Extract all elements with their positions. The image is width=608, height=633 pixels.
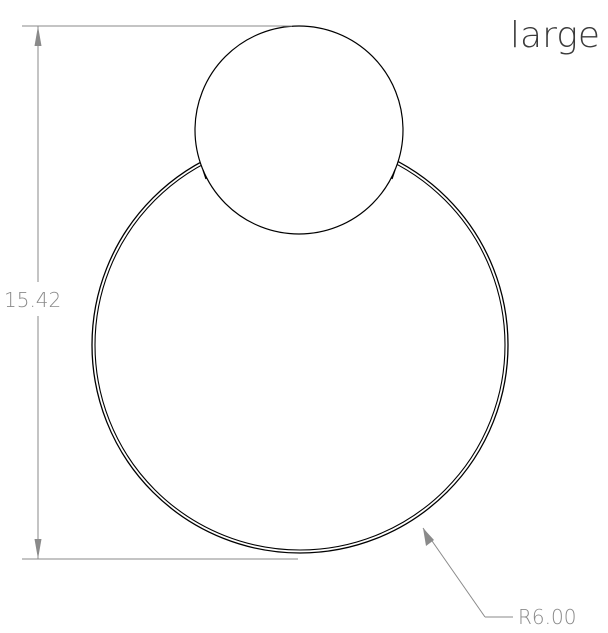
height-dimension: 15.42 [4, 25, 298, 560]
dimension-arrow-top [34, 26, 42, 46]
dimension-arrow-bottom [34, 539, 42, 559]
drawing-label: large [510, 15, 600, 56]
small-circle-mask [195, 26, 403, 234]
tangent-tick-left [202, 169, 207, 180]
small-circle-outline [194, 25, 404, 235]
radius-leader-arrow [423, 528, 434, 546]
radius-dimension: R6.00 [422, 527, 576, 629]
tangent-tick-right [391, 169, 396, 180]
height-dimension-text: 15.42 [4, 288, 61, 312]
radius-dimension-text: R6.00 [518, 605, 576, 629]
small-circle [194, 25, 404, 235]
radius-leader-line [422, 527, 486, 618]
